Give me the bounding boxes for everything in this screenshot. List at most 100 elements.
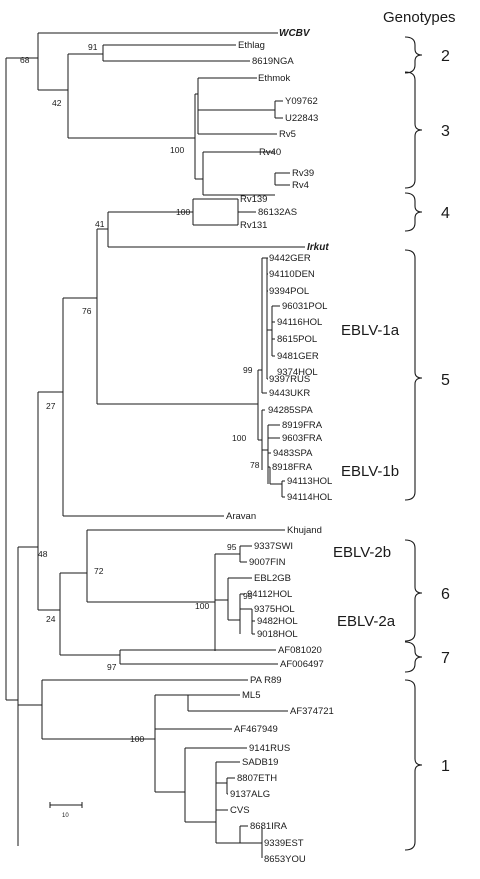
sublineage-label: EBLV-2a [337, 613, 396, 630]
leaf-label: 9339EST [264, 838, 304, 849]
bootstrap-value: 97 [107, 662, 117, 672]
leaf-label: 8615POL [277, 334, 317, 345]
leaf-label: Khujand [287, 525, 322, 536]
bootstrap-value: 100 [130, 734, 144, 744]
leaf-label: 94113HOL [287, 476, 332, 487]
leaf-label: 9394POL [269, 286, 309, 297]
leaf-label: AF006497 [280, 659, 324, 670]
bootstrap-value: 95 [243, 591, 253, 601]
genotype-numbers: 2 3 4 5 6 7 1 [441, 48, 450, 775]
leaf-labels: WCBV Ethlag 8619NGA EthmokY09762U22843Rv5Rv… [226, 28, 334, 865]
genotype-brace [404, 539, 423, 642]
genotype-brace [404, 36, 423, 74]
genotype-brace [404, 679, 423, 851]
leaf-label: 94114HOL [287, 492, 332, 503]
leaf-label: 96031POL [282, 301, 327, 312]
genotype-number: 1 [441, 758, 450, 775]
genotype-number: 4 [441, 205, 450, 222]
bootstrap-value: 100 [176, 207, 190, 217]
bootstrap-value: 78 [250, 460, 260, 470]
genotype-brace [404, 71, 423, 189]
bootstrap-value: 91 [88, 42, 98, 52]
leaf-label: U22843 [285, 113, 318, 124]
leaf-label: 9481GER [277, 351, 319, 362]
leaf-label: Aravan [226, 511, 256, 522]
sublineage-label: EBLV-1a [341, 322, 400, 339]
leaf-label: 9141RUS [249, 743, 290, 754]
leaf-label: EBL2GB [254, 573, 291, 584]
leaf-label: Rv40 [259, 147, 281, 158]
bootstrap-value: 68 [20, 55, 30, 65]
leaf-label: 9603FRA [282, 433, 323, 444]
genotypes-title: Genotypes [383, 9, 456, 26]
scale-label: 10 [62, 813, 69, 819]
leaf-label: 9375HOL [254, 604, 295, 615]
genotype-number: 3 [441, 123, 450, 140]
bootstrap-value: 95 [227, 542, 237, 552]
bootstrap-value: 27 [46, 401, 56, 411]
leaf-label: 8681IRA [250, 821, 288, 832]
sublineage-label: EBLV-2b [333, 544, 391, 561]
leaf-label: ML5 [242, 690, 260, 701]
genotype-number: 2 [441, 48, 450, 65]
genotype-number: 5 [441, 372, 450, 389]
bootstrap-value: 41 [95, 219, 105, 229]
bootstrap-value: 24 [46, 614, 56, 624]
bootstrap-value: 72 [94, 566, 104, 576]
leaf-label: SADB19 [242, 757, 278, 768]
genotype-braces [404, 36, 423, 851]
leaf-label: 9443UKR [269, 388, 310, 399]
genotype-number: 6 [441, 586, 450, 603]
leaf-label: AF467949 [234, 724, 278, 735]
leaf-label: 9018HOL [257, 629, 298, 640]
bootstrap-value: 100 [232, 433, 246, 443]
leaf-label: 8619NGA [252, 56, 294, 67]
sublineage-label: EBLV-1b [341, 463, 399, 480]
bootstrap-value: 42 [52, 98, 62, 108]
leaf-label: Rv39 [292, 168, 314, 179]
leaf-label: 8807ETH [237, 773, 277, 784]
leaf-label: Irkut [307, 242, 329, 253]
bootstrap-value: 76 [82, 306, 92, 316]
leaf-label: AF081020 [278, 645, 322, 656]
leaf-label: 9337SWI [254, 541, 293, 552]
bootstrap-value: 100 [170, 145, 184, 155]
leaf-label: Rv5 [279, 129, 296, 140]
leaf-label: 9137ALG [230, 789, 270, 800]
leaf-label: 86132AS [258, 207, 297, 218]
leaf-label: 8653YOU [264, 854, 306, 865]
leaf-label: 9483SPA [273, 448, 313, 459]
leaf-label: 9442GER [269, 253, 311, 264]
genotype-brace [404, 249, 423, 501]
bootstrap-values: 68 91 42 100 41 100 76 99 100 78 27 48 72 95 100 95 24 97… [20, 42, 260, 744]
bootstrap-value: 100 [195, 601, 209, 611]
bootstrap-value: 99 [243, 365, 253, 375]
tree-branches [5, 32, 305, 858]
leaf-label: PA R89 [250, 675, 282, 686]
leaf-label: Rv4 [292, 180, 309, 191]
leaf-label: 8918FRA [272, 462, 313, 473]
leaf-label: CVS [230, 805, 250, 816]
leaf-label: Y09762 [285, 96, 318, 107]
leaf-label: 94116HOL [277, 317, 322, 328]
bootstrap-value: 48 [38, 549, 48, 559]
leaf-label: 9397RUS [269, 374, 310, 385]
leaf-label: Ethmok [258, 73, 290, 84]
leaf-label: 94110DEN [269, 269, 315, 280]
genotype-number: 7 [441, 650, 450, 667]
leaf-label: Rv131 [240, 220, 267, 231]
leaf-label: Ethlag [238, 40, 265, 51]
genotype-brace [404, 192, 423, 232]
leaf-label: 9374HOL [277, 367, 318, 378]
leaf-label: 9482HOL [257, 616, 298, 627]
genotype-brace [404, 641, 423, 673]
leaf-label: AF374721 [290, 706, 334, 717]
leaf-label: 8919FRA [282, 420, 323, 431]
leaf-label: 9007FIN [249, 557, 286, 568]
leaf-label: Rv139 [240, 194, 267, 205]
leaf-label: 94112HOL [247, 589, 292, 600]
leaf-label: WCBV [279, 28, 311, 39]
leaf-label: 94285SPA [268, 405, 313, 416]
